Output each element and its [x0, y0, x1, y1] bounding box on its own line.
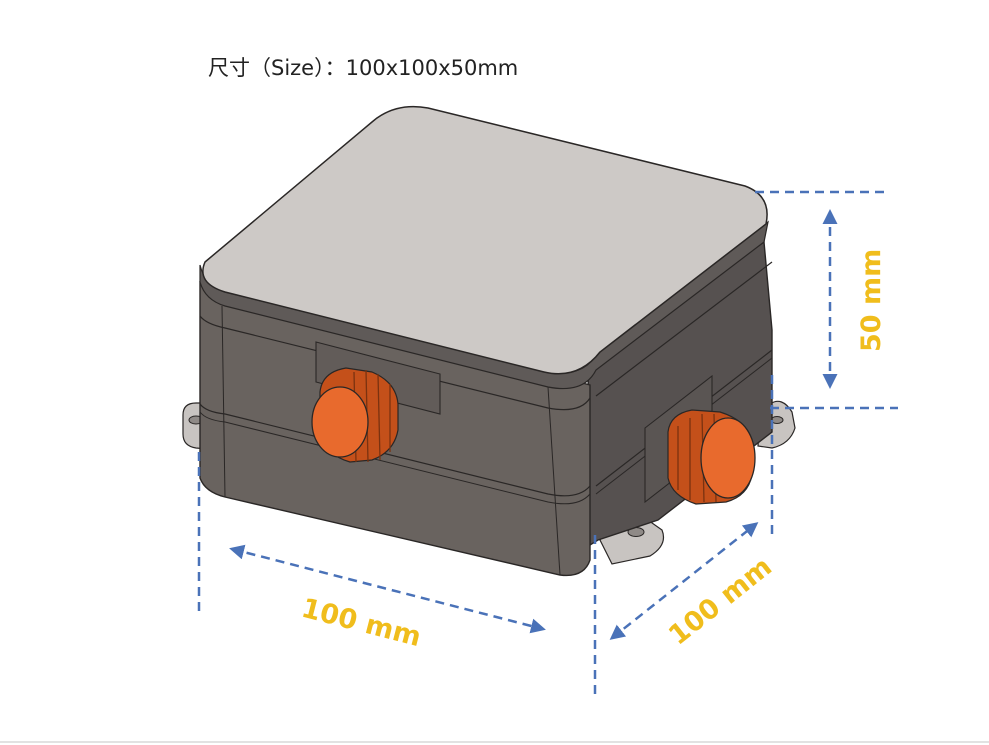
front-seam-lower-2	[199, 411, 591, 505]
width-dimension-label: 100 mm	[298, 593, 424, 653]
enclosure-lid-top	[202, 105, 768, 375]
side-knob	[667, 409, 756, 505]
front-corner-edge	[547, 386, 561, 576]
side-seam-upper	[595, 261, 773, 397]
width-dimension-line	[229, 544, 546, 634]
depth-dimension-line	[609, 522, 759, 640]
depth-dimension-label: 100 mm	[663, 551, 778, 651]
front-knob	[311, 367, 399, 463]
left-corner-edge	[221, 305, 226, 498]
front-seam-lower	[199, 403, 591, 497]
height-dimension-label: 50 mm	[856, 249, 887, 352]
size-caption: 尺寸（Size）：100x100x50mm	[208, 56, 519, 80]
